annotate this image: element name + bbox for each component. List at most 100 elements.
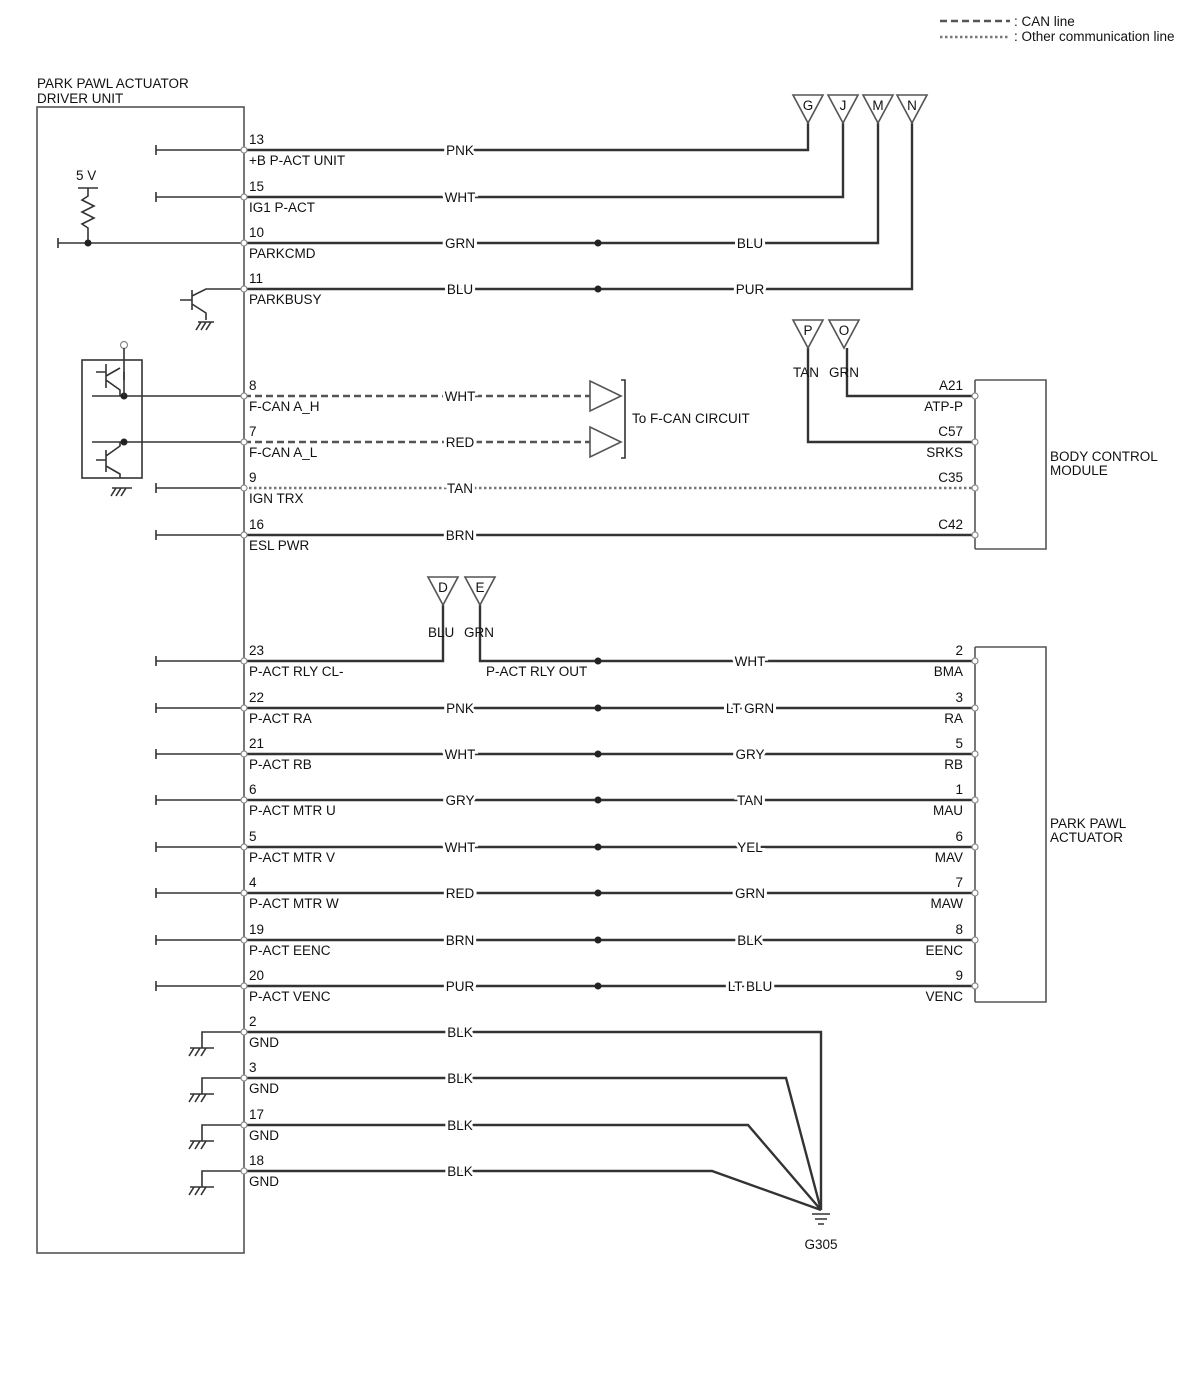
pin-number: 2 (249, 1014, 257, 1029)
pin-name: ESL PWR (249, 538, 310, 553)
end-pin-name: SRKS (926, 445, 963, 460)
actuator-title-1: PARK PAWL (1050, 816, 1127, 831)
connector-g-letter: G (803, 98, 814, 113)
wire-lines (244, 123, 975, 1225)
end-pin-name: RB (944, 757, 963, 772)
wire-color-left: WHT (445, 747, 476, 762)
wire-color-right: TAN (737, 793, 763, 808)
end-pin-number: 7 (955, 875, 963, 890)
end-pin-number: C42 (938, 517, 963, 532)
pin-number: 8 (249, 378, 257, 393)
bcm-branch-color-tan: TAN (793, 365, 819, 380)
pin-name: F-CAN A_L (249, 445, 318, 460)
end-pin-name: MAW (931, 896, 964, 911)
pin-number: 22 (249, 690, 264, 705)
pin-name: IG1 P-ACT (249, 200, 315, 215)
end-pin-number: 9 (955, 968, 963, 983)
end-pin-name: BMA (934, 664, 963, 679)
internal-stubs (155, 145, 244, 991)
wire-color-right: LT GRN (726, 701, 774, 716)
misc-labels: TAN GRN BLU GRN P-ACT RLY OUT To F-CAN C… (428, 365, 859, 1252)
legend-other-label: : Other communication line (1014, 29, 1175, 44)
pin-name: P-ACT MTR W (249, 896, 339, 911)
pin-number: 6 (249, 782, 257, 797)
driver-unit-box (36, 106, 245, 1254)
pin-name: +B P-ACT UNIT (249, 153, 345, 168)
pin-name: F-CAN A_H (249, 399, 320, 414)
wire-color-left: RED (446, 435, 475, 450)
parkbusy-transistor (180, 288, 244, 331)
bcm-title-2: MODULE (1050, 463, 1108, 478)
wire-color-left: BRN (446, 933, 475, 948)
relay-branch-color-blu: BLU (428, 625, 454, 640)
connector-e-letter: E (475, 580, 484, 595)
wire-color-right: WHT (735, 654, 766, 669)
pin-number: 20 (249, 968, 264, 983)
ground-label: G305 (804, 1237, 837, 1252)
wire-color-left: PNK (446, 143, 474, 158)
pin-name: PARKBUSY (249, 292, 322, 307)
connector-e: E (463, 576, 497, 607)
supply-5v-label: 5 V (76, 168, 96, 183)
wire-color-left: BLU (447, 282, 473, 297)
park-pawl-actuator: PARK PAWL ACTUATOR (974, 646, 1127, 1003)
connector-n-letter: N (907, 98, 917, 113)
actuator-title-2: ACTUATOR (1050, 830, 1123, 845)
end-pin-name: RA (944, 711, 963, 726)
end-pin-number: C35 (938, 470, 963, 485)
wire-color-left: BLK (447, 1118, 473, 1133)
driver-unit-title-2: DRIVER UNIT (37, 91, 123, 106)
driver-unit-title-1: PARK PAWL ACTUATOR (37, 76, 189, 91)
connector-d: D (426, 576, 460, 607)
pin-number: 5 (249, 829, 257, 844)
pin-name: GND (249, 1174, 279, 1189)
pin-name: P-ACT MTR V (249, 850, 335, 865)
wire-color-right: BLU (737, 236, 763, 251)
f-can-note: To F-CAN CIRCUIT (632, 411, 750, 426)
wire-color-left: GRN (445, 236, 475, 251)
pin-number: 19 (249, 922, 264, 937)
connector-triangles: G J M N P O D E (426, 94, 929, 607)
connector-j-letter: J (840, 98, 847, 113)
wire-color-left: RED (446, 886, 475, 901)
pin-number: 11 (249, 271, 263, 286)
end-pin-name: ATP-P (924, 399, 963, 414)
end-pin-number: 5 (955, 736, 963, 751)
pin-number: 9 (249, 470, 257, 485)
pin-name: IGN TRX (249, 491, 304, 506)
wire-color-left: PUR (446, 979, 475, 994)
connector-n: N (895, 94, 929, 125)
connector-p-letter: P (803, 323, 812, 338)
wire-color-right: YEL (737, 840, 763, 855)
pin-name: P-ACT EENC (249, 943, 331, 958)
end-pin-number: C57 (938, 424, 963, 439)
pin-number: 21 (249, 736, 264, 751)
wire-color-right: GRY (735, 747, 764, 762)
connector-d-letter: D (438, 580, 448, 595)
connector-o: O (827, 319, 861, 350)
pin-name: P-ACT VENC (249, 989, 331, 1004)
pin-number: 17 (249, 1107, 264, 1122)
pin-number: 18 (249, 1153, 264, 1168)
end-pin-number: 6 (955, 829, 963, 844)
gnd-symbols (188, 1031, 244, 1196)
wire-color-left: WHT (445, 190, 476, 205)
end-pin-number: A21 (939, 378, 963, 393)
end-pin-number: 1 (955, 782, 963, 797)
wire-color-left: PNK (446, 701, 474, 716)
driver-unit: PARK PAWL ACTUATOR DRIVER UNIT (36, 76, 245, 1254)
pin-name: GND (249, 1081, 279, 1096)
wire-color-left: WHT (445, 389, 476, 404)
end-pin-number: 2 (955, 643, 963, 658)
connector-j: J (826, 94, 860, 125)
wire-color-left: TAN (447, 481, 473, 496)
relay-out-label: P-ACT RLY OUT (486, 664, 587, 679)
legend-can-label: : CAN line (1014, 14, 1075, 29)
wire-color-right: BLK (737, 933, 763, 948)
wire-color-right: LT BLU (728, 979, 773, 994)
connector-m: M (861, 94, 895, 125)
pin-number: 4 (249, 875, 257, 890)
end-pin-number: 8 (955, 922, 963, 937)
wire-color-left: BRN (446, 528, 475, 543)
pin-number: 7 (249, 424, 257, 439)
